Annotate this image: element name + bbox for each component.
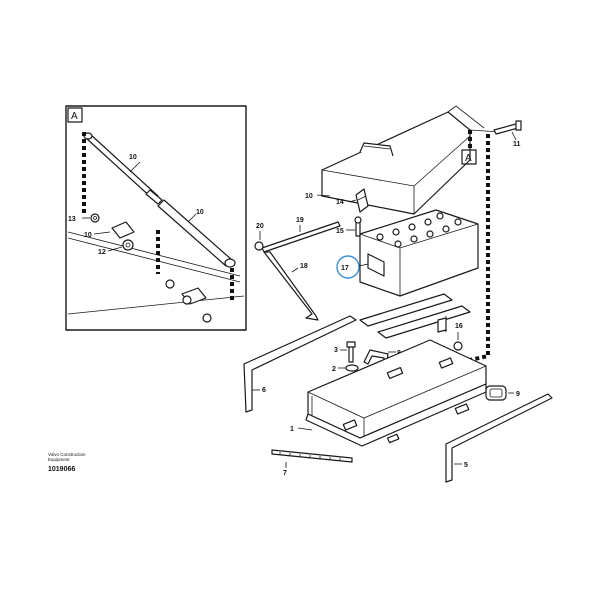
callout-19: 19 <box>296 217 304 224</box>
rubber-pads: 4 <box>359 293 471 339</box>
callout-17: 17 <box>341 265 349 272</box>
battery-cover: 10 14 11 A <box>305 105 522 215</box>
callout-9: 9 <box>516 391 520 398</box>
detail-a-reference: A <box>465 153 472 164</box>
brand-line-1: Volvo Construction <box>48 452 86 457</box>
clamp-bar: 19 <box>261 217 341 253</box>
strip-7: 7 <box>271 449 353 477</box>
battery <box>359 209 479 297</box>
callout-11: 11 <box>513 141 521 148</box>
callout-12: 12 <box>98 249 106 256</box>
battery-highlight-ring <box>336 255 360 279</box>
detail-a-panel: A 10 10 13 10 12 <box>65 105 247 331</box>
callout-15: 15 <box>336 228 344 235</box>
nut-16: 16 <box>453 323 463 351</box>
battery-tray: 1 <box>290 339 487 447</box>
nut-20: 20 <box>254 223 264 251</box>
callout-5: 5 <box>464 462 468 469</box>
drawing-footer: Volvo Construction Equipment 1019066 <box>48 452 86 473</box>
bumper-9: 9 <box>485 385 520 401</box>
washer-2: 2 <box>332 364 359 373</box>
callout-14: 14 <box>336 199 344 206</box>
callout-2: 2 <box>332 366 336 373</box>
drawing-number: 1019066 <box>48 466 75 473</box>
hinge-dashed-line <box>469 134 490 362</box>
hold-down-rod: 18 <box>263 251 319 321</box>
callout-1: 1 <box>290 426 294 433</box>
callout-10-detail-lower: 10 <box>196 209 204 216</box>
callout-10-cover: 10 <box>305 193 313 200</box>
callout-10-detail-upper: 10 <box>129 154 137 161</box>
edge-strip-6: 6 <box>243 315 357 413</box>
edge-strip-5: 5 <box>445 393 553 483</box>
callout-20: 20 <box>256 223 264 230</box>
callout-16: 16 <box>455 323 463 330</box>
callout-6: 6 <box>262 387 266 394</box>
callout-3: 3 <box>334 347 338 354</box>
screw-15: 15 <box>336 216 362 237</box>
bolt-3: 3 <box>334 341 356 363</box>
callout-13: 13 <box>68 216 76 223</box>
brand-line-2: Equipment <box>48 457 70 462</box>
callout-18: 18 <box>300 263 308 270</box>
detail-a-label: A <box>71 111 78 122</box>
callout-10-detail-bracket: 10 <box>84 232 92 239</box>
callout-7: 7 <box>283 470 287 477</box>
